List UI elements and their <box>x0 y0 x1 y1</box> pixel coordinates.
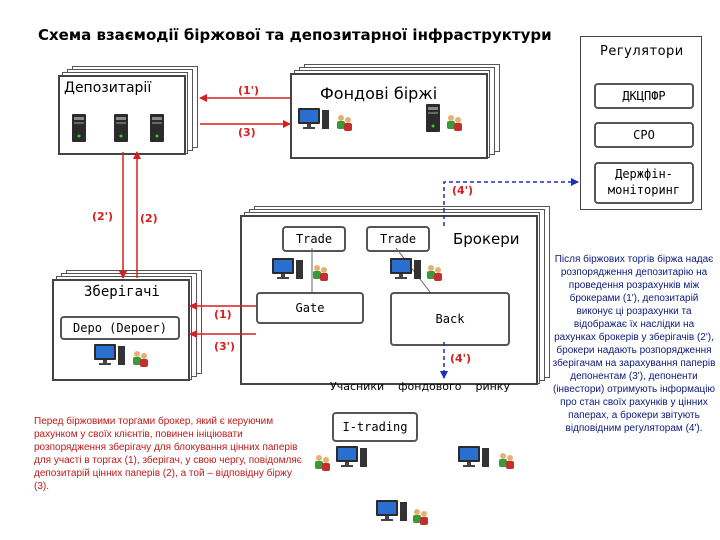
regulators-label: Регулятори <box>600 44 684 59</box>
people-icon <box>133 351 148 367</box>
people-icon <box>337 115 352 131</box>
people-icon <box>313 265 328 281</box>
label-4p-bottom: (4') <box>450 352 472 365</box>
label-2: (2) <box>140 212 158 225</box>
participants-label: Учасники фондового ринку <box>330 380 510 393</box>
server-icon <box>72 114 86 142</box>
computer-icon <box>336 446 367 467</box>
exchanges-box <box>290 64 500 159</box>
server-icon <box>426 104 440 132</box>
trade-box-1: Trade <box>282 226 346 252</box>
back-box: Back <box>390 292 510 346</box>
arrow-4p-top <box>443 178 579 226</box>
sro-box: СРО <box>594 122 694 148</box>
people-icon <box>447 115 462 131</box>
computer-icon <box>390 258 421 279</box>
depositories-label: Депозитарії <box>64 80 152 96</box>
label-4p-top: (4') <box>452 184 474 197</box>
computer-icon <box>298 108 329 129</box>
people-icon <box>315 455 330 471</box>
label-1p-top: (1') <box>238 84 260 97</box>
label-2p: (2') <box>92 210 114 223</box>
server-icon <box>150 114 164 142</box>
people-icon <box>499 453 514 469</box>
trade-box-2: Trade <box>366 226 430 252</box>
computer-icon <box>94 344 125 365</box>
server-icon <box>114 114 128 142</box>
people-icon <box>413 509 428 525</box>
dkcpfr-label: ДКЦПФР <box>622 89 666 103</box>
left-note: Перед біржовими торгами брокер, який є к… <box>34 416 302 492</box>
people-icon <box>427 265 442 281</box>
computer-icon <box>272 258 303 279</box>
computer-icon <box>376 500 407 521</box>
label-3-top: (3) <box>238 126 256 139</box>
dkcpfr-box: ДКЦПФР <box>594 83 694 109</box>
monitoring-label: Держфін- моніторинг <box>607 167 681 197</box>
custodians-label: Зберігачі <box>84 284 160 300</box>
right-note: Після біржових торгів біржа надає розпор… <box>552 254 716 434</box>
exchanges-label: Фондові біржі <box>320 84 438 103</box>
label-1: (1) <box>214 308 232 321</box>
page-title: Схема взаємодії біржової та депозитарної… <box>38 26 552 44</box>
gate-box: Gate <box>256 292 364 324</box>
depo-box: Depo (Depoer) <box>60 316 180 340</box>
itrading-box: I-trading <box>332 412 418 442</box>
sro-label: СРО <box>633 128 655 142</box>
monitoring-box: Держфін- моніторинг <box>594 162 694 204</box>
computer-icon <box>458 446 489 467</box>
brokers-label: Брокери <box>453 230 520 248</box>
label-3p: (3') <box>214 340 236 353</box>
